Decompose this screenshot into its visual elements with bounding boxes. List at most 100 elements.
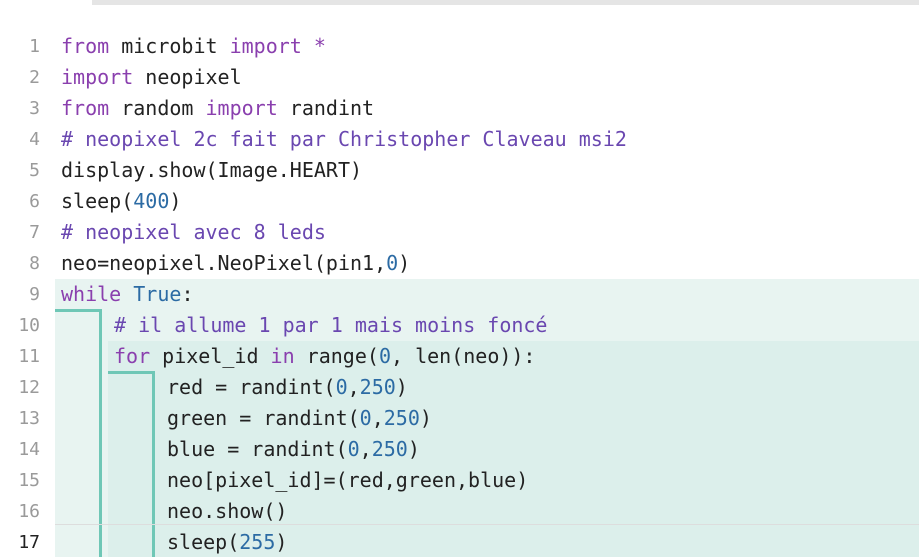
line-code[interactable]: # neopixel avec 8 leds	[61, 217, 326, 248]
token-plain: , len(neo)):	[390, 344, 536, 368]
token-number: 0	[347, 437, 360, 461]
code-line[interactable]: 16 neo.show()	[0, 496, 919, 527]
line-code[interactable]: blue = randint(0,250)	[167, 434, 420, 465]
line-number: 8	[29, 253, 40, 274]
line-number: 13	[18, 408, 40, 429]
token-keyword: from	[61, 34, 110, 58]
while-block-bracket-side	[99, 309, 102, 557]
token-plain: )	[395, 375, 408, 399]
active-line-marker	[55, 524, 919, 525]
line-code[interactable]: from microbit import *	[61, 31, 326, 62]
line-number: 4	[29, 129, 40, 150]
line-code[interactable]: # il allume 1 par 1 mais moins foncé	[114, 310, 547, 341]
token-number: 0	[378, 344, 391, 368]
code-line[interactable]: 10 # il allume 1 par 1 mais moins foncé	[0, 310, 919, 341]
token-plain: neo.show()	[167, 499, 288, 523]
token-keyword: *	[301, 34, 326, 58]
code-line[interactable]: 7 # neopixel avec 8 leds	[0, 217, 919, 248]
line-number: 1	[29, 36, 40, 57]
token-number: 255	[239, 530, 276, 554]
code-line[interactable]: 8 neo=neopixel.NeoPixel(pin1,0)	[0, 248, 919, 279]
line-code[interactable]: red = randint(0,250)	[167, 372, 408, 403]
code-line[interactable]: 15 neo[pixel_id]=(red,green,blue)	[0, 465, 919, 496]
code-line[interactable]: 4 # neopixel 2c fait par Christopher Clav…	[0, 124, 919, 155]
token-plain: neo[pixel_id]=(red,green,blue)	[167, 468, 529, 492]
line-code[interactable]: sleep(255)	[167, 527, 287, 558]
line-number: 16	[18, 501, 40, 522]
token-plain: neo=neopixel.NeoPixel(pin1,	[61, 251, 387, 275]
line-number: 6	[29, 191, 40, 212]
line-code[interactable]: import neopixel	[61, 62, 242, 93]
token-plain: pixel_id	[150, 344, 271, 368]
token-plain: sleep(	[61, 189, 134, 213]
code-line[interactable]: 5 display.show(Image.HEART)	[0, 155, 919, 186]
line-number: 5	[29, 160, 40, 181]
token-plain: )	[275, 530, 288, 554]
token-number: 250	[371, 437, 408, 461]
line-code[interactable]: while True:	[61, 279, 193, 310]
token-number: 250	[359, 375, 396, 399]
token-plain: range(	[294, 344, 379, 368]
line-code[interactable]: display.show(Image.HEART)	[61, 155, 362, 186]
token-number: 0	[335, 375, 348, 399]
token-plain: randint	[277, 96, 375, 120]
token-plain	[121, 282, 133, 306]
token-number: True	[133, 282, 182, 306]
line-number: 3	[29, 98, 40, 119]
while-block-bracket-top	[55, 309, 101, 312]
for-block-highlight	[108, 341, 919, 557]
line-code[interactable]: # neopixel 2c fait par Christopher Clave…	[61, 124, 627, 155]
line-code[interactable]: neo[pixel_id]=(red,green,blue)	[167, 465, 528, 496]
code-line[interactable]: 13 green = randint(0,250)	[0, 403, 919, 434]
code-line[interactable]: 1 from microbit import *	[0, 31, 919, 62]
line-number: 12	[18, 377, 40, 398]
for-block-bracket-side	[152, 371, 155, 557]
token-comment: # neopixel 2c fait par Christopher Clave…	[61, 127, 627, 151]
token-plain: )	[419, 406, 432, 430]
line-number: 14	[18, 439, 40, 460]
token-plain: neopixel	[133, 65, 242, 89]
line-number: 17	[18, 532, 40, 553]
token-plain: green = randint(	[167, 406, 360, 430]
code-line[interactable]: 12 red = randint(0,250)	[0, 372, 919, 403]
line-number: 7	[29, 222, 40, 243]
code-line[interactable]: 14 blue = randint(0,250)	[0, 434, 919, 465]
token-plain: )	[169, 189, 182, 213]
token-keyword: while	[61, 282, 122, 306]
token-plain: sleep(	[167, 530, 240, 554]
code-line[interactable]: 6 sleep(400)	[0, 186, 919, 217]
token-plain: display.show(Image.HEART)	[61, 158, 363, 182]
token-number: 0	[359, 406, 372, 430]
token-keyword: import	[205, 96, 278, 120]
token-plain: microbit	[109, 34, 230, 58]
token-keyword: import	[229, 34, 302, 58]
token-keyword: from	[61, 96, 110, 120]
token-keyword: in	[270, 344, 295, 368]
line-number: 10	[18, 315, 40, 336]
line-code[interactable]: green = randint(0,250)	[167, 403, 432, 434]
line-code[interactable]: neo=neopixel.NeoPixel(pin1,0)	[61, 248, 410, 279]
line-number: 9	[29, 284, 40, 305]
line-number: 2	[29, 67, 40, 88]
code-line[interactable]: 2 import neopixel	[0, 62, 919, 93]
code-line[interactable]: 17 sleep(255)	[0, 527, 919, 558]
line-code[interactable]: from random import randint	[61, 93, 374, 124]
token-number: 400	[133, 189, 170, 213]
code-line[interactable]: 9 while True:	[0, 279, 919, 310]
line-code[interactable]: sleep(400)	[61, 186, 181, 217]
token-number: 0	[386, 251, 399, 275]
token-plain: :	[181, 282, 194, 306]
line-code[interactable]: neo.show()	[167, 496, 287, 527]
line-code[interactable]: for pixel_id in range(0, len(neo)):	[114, 341, 535, 372]
line-number: 15	[18, 470, 40, 491]
token-comment: # il allume 1 par 1 mais moins foncé	[114, 313, 548, 337]
token-plain: blue = randint(	[167, 437, 348, 461]
code-line[interactable]: 3 from random import randint	[0, 93, 919, 124]
token-plain: ,	[347, 375, 360, 399]
token-plain: ,	[359, 437, 372, 461]
token-comment: # neopixel avec 8 leds	[61, 220, 326, 244]
token-number: 250	[383, 406, 420, 430]
token-keyword: for	[114, 344, 151, 368]
